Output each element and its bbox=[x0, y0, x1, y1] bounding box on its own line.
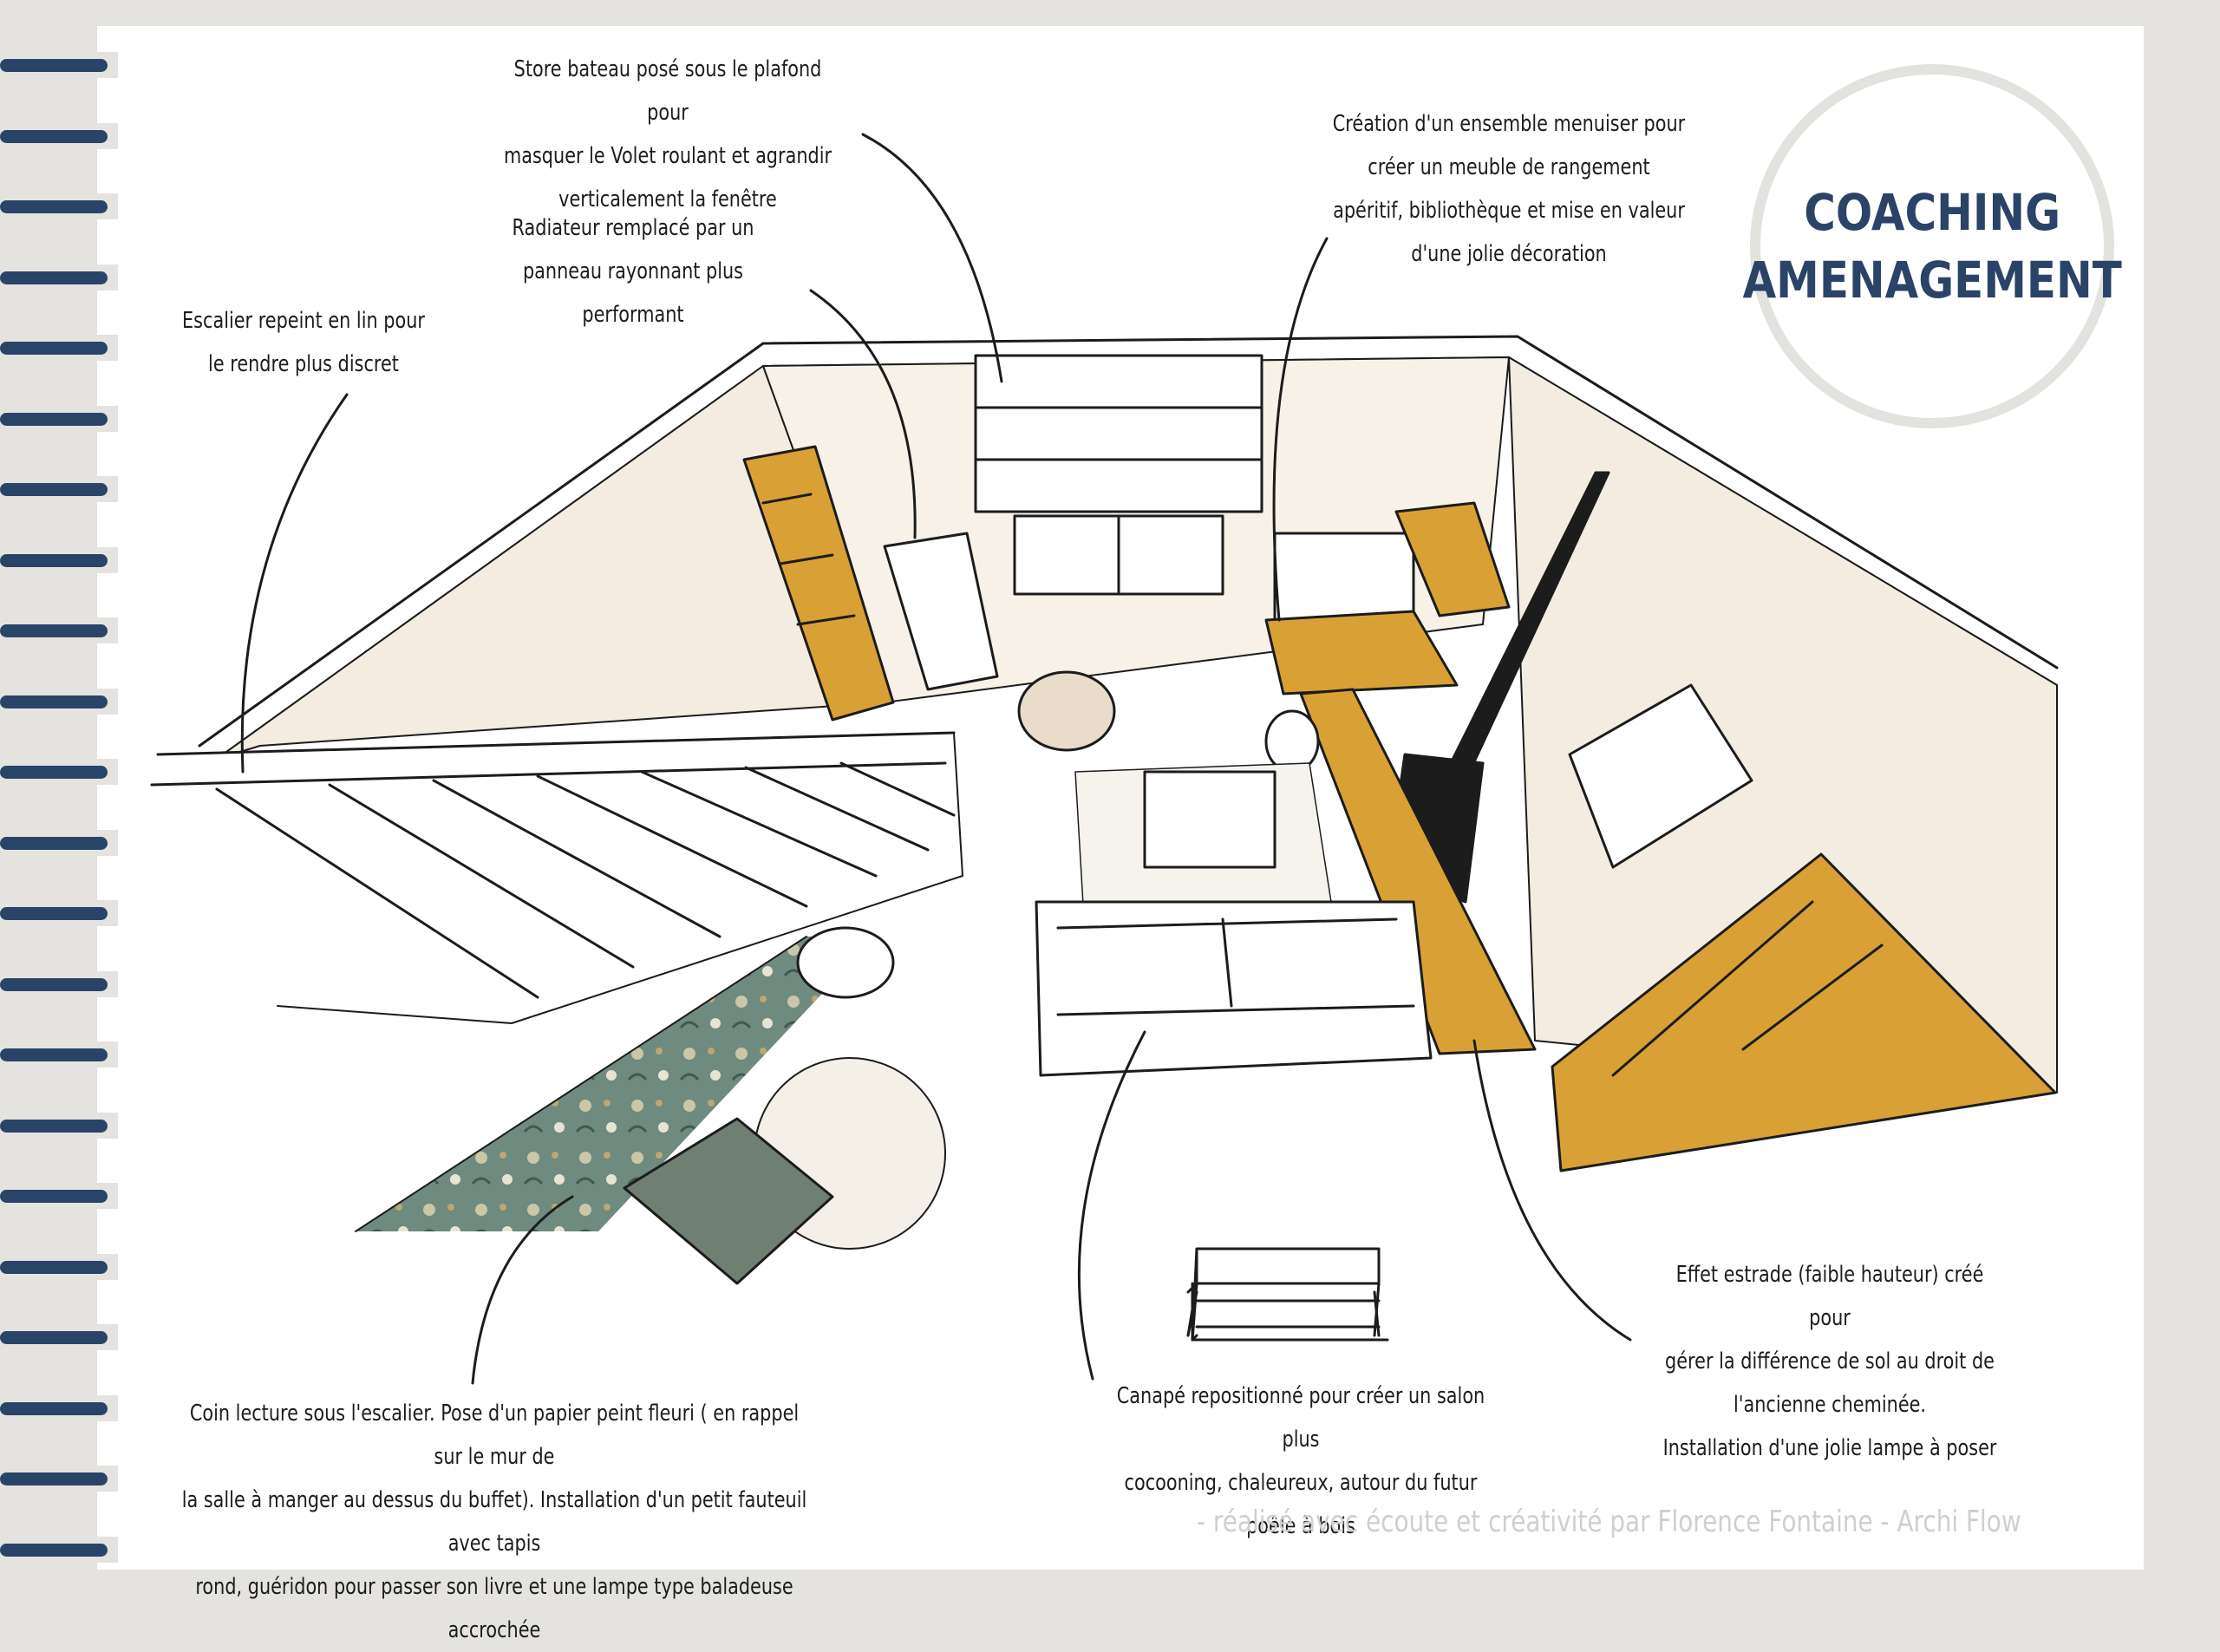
note-radiateur: Radiateur remplacé par un panneau rayonn… bbox=[512, 215, 754, 328]
note-escalier: Escalier repeint en lin pour le rendre p… bbox=[182, 308, 425, 377]
arrow-estrade bbox=[1472, 1039, 1632, 1342]
note-store-bateau: Store bateau posé sous le plafond pour m… bbox=[503, 56, 832, 212]
binding-ring bbox=[0, 1041, 118, 1071]
coaching-badge: COACHING AMENAGEMENT bbox=[1742, 64, 2122, 428]
arrow-escalier bbox=[240, 393, 349, 774]
binding-ring bbox=[0, 970, 118, 1001]
sofa bbox=[1035, 900, 1433, 1077]
side-basket bbox=[796, 926, 895, 999]
green-armchair bbox=[623, 1117, 834, 1285]
coffee-table bbox=[1143, 770, 1276, 869]
right-wall bbox=[1508, 356, 2058, 1094]
badge-title: COACHING AMENAGEMENT bbox=[1742, 183, 2122, 310]
floral-wallpaper bbox=[356, 937, 876, 1231]
note-menuiser: Création d'un ensemble menuiser pour cré… bbox=[1332, 111, 1686, 267]
roman-blind bbox=[974, 354, 1263, 513]
arrow-store bbox=[861, 133, 1003, 383]
binding-ring bbox=[0, 193, 118, 223]
binding-ring bbox=[0, 1466, 118, 1495]
floor-lamp bbox=[1264, 709, 1320, 774]
binding-ring bbox=[0, 1183, 118, 1212]
binding-ring bbox=[0, 546, 118, 577]
binding-ring bbox=[0, 52, 118, 82]
author-credit: - réalisé avec écoute et créativité par … bbox=[1197, 1505, 2021, 1539]
arrow-lecture bbox=[471, 1195, 574, 1385]
arrow-menuiser bbox=[1272, 237, 1329, 622]
binding-ring bbox=[0, 335, 118, 364]
binding-ring bbox=[0, 1394, 118, 1425]
note-coin-lecture: Coin lecture sous l'escalier. Pose d'un … bbox=[181, 1401, 807, 1643]
binding-ring bbox=[0, 1112, 118, 1142]
left-door bbox=[742, 445, 895, 722]
binding-ring bbox=[0, 405, 118, 435]
arrow-radiateur bbox=[809, 289, 917, 539]
binding-ring bbox=[0, 829, 118, 859]
right-door bbox=[1551, 852, 2057, 1172]
binding-ring bbox=[0, 688, 118, 718]
storage-unit bbox=[1264, 610, 1459, 695]
bookshelf bbox=[1394, 501, 1511, 617]
right-wall-window bbox=[1568, 683, 1753, 869]
note-canape: Canapé repositionné pour créer un salon … bbox=[1116, 1383, 1485, 1539]
binding-ring bbox=[0, 264, 118, 294]
binding-ring bbox=[0, 759, 118, 788]
binding-ring bbox=[0, 1324, 118, 1354]
binding-ring bbox=[0, 1253, 118, 1283]
note-estrade: Effet estrade (faible hauteur) créé pour… bbox=[1662, 1262, 1997, 1461]
armchair bbox=[1017, 670, 1116, 752]
binding-ring bbox=[0, 900, 118, 930]
binding-ring bbox=[0, 122, 118, 153]
stair-handrail bbox=[150, 731, 956, 787]
binding-ring bbox=[0, 617, 118, 647]
ceiling-line bbox=[198, 335, 2059, 748]
binding-ring bbox=[0, 476, 118, 506]
radiator-panel bbox=[883, 532, 999, 691]
arrow-canape bbox=[1077, 1030, 1146, 1381]
room-perspective-sketch bbox=[150, 133, 2059, 1385]
binding-ring bbox=[0, 1536, 118, 1566]
